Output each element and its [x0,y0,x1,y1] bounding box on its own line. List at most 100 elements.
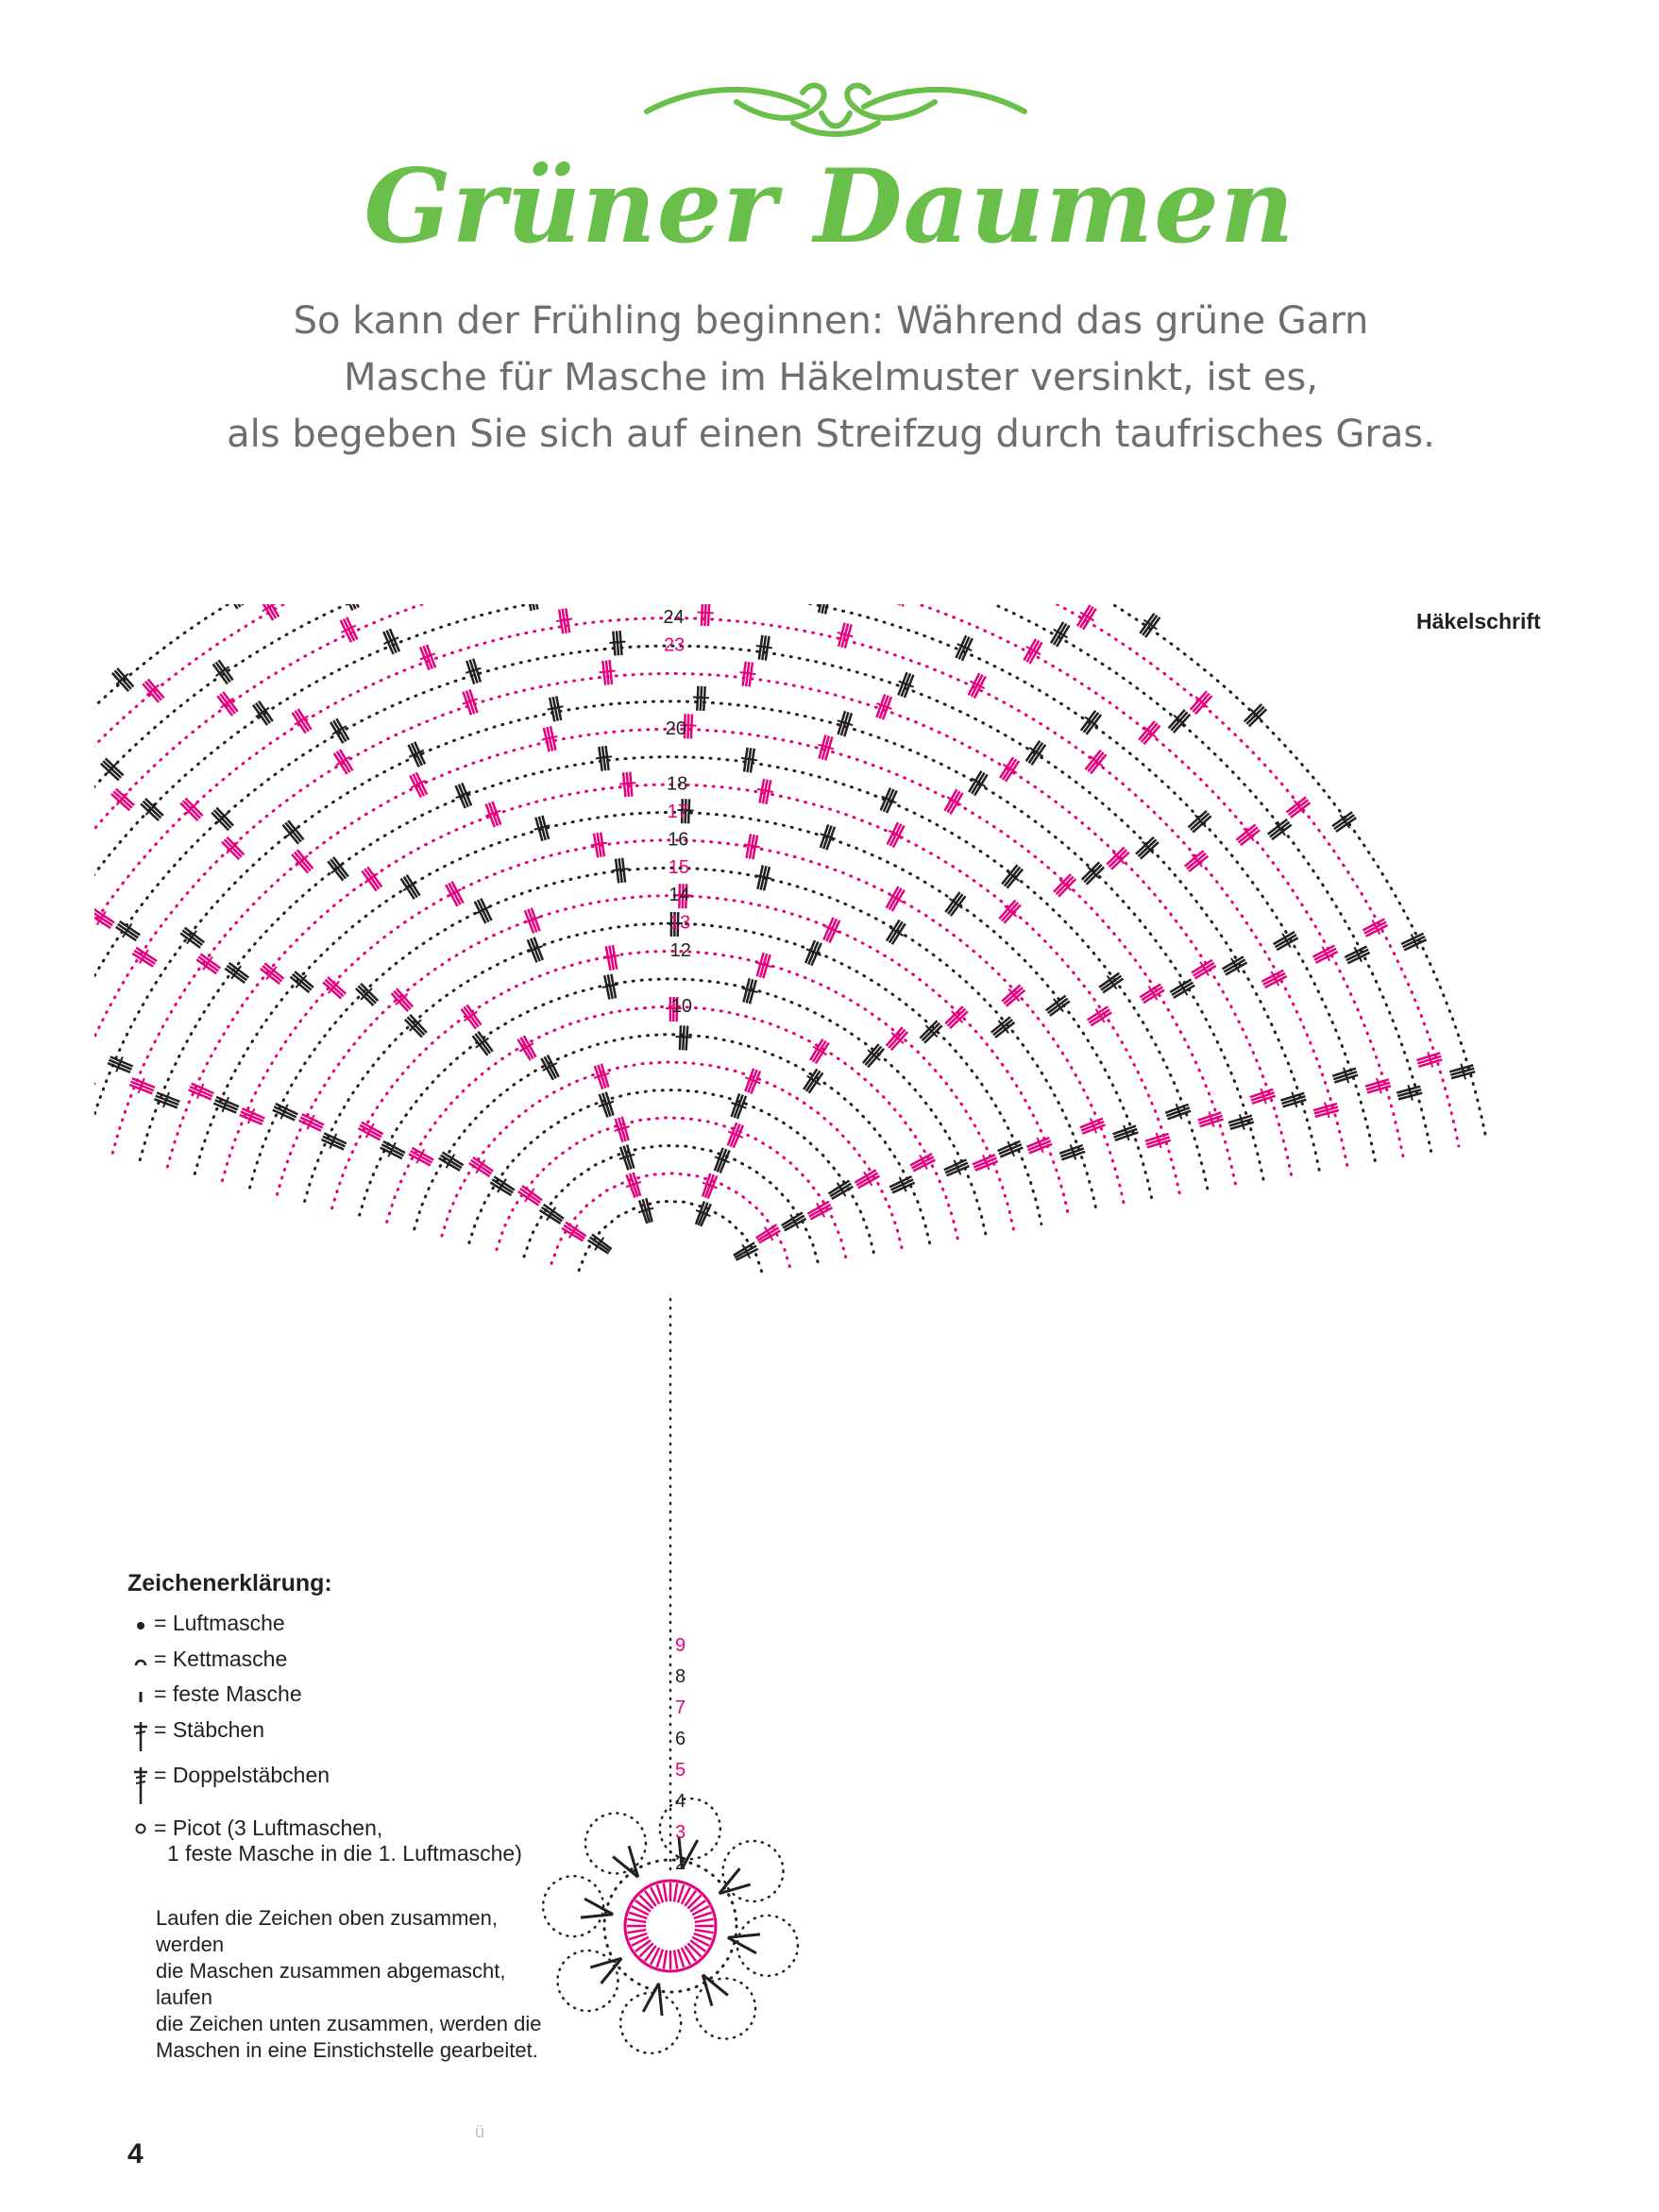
stitch [1100,974,1123,991]
stitch-bar [369,872,379,880]
legend-note-line: Laufen die Zeichen oben zusammen, werden [156,1905,499,1956]
stitch [291,712,307,735]
stitch [608,659,614,685]
round-arc [94,644,1322,1174]
stitch [1001,864,1019,886]
stitch-bar [1462,1070,1466,1080]
stitch [364,868,381,890]
stitch [463,1005,480,1028]
stitch [289,975,311,994]
round-arc [94,604,1488,1142]
centre-stitch [650,1947,661,1966]
stitch [618,1146,630,1171]
stitch [457,784,470,808]
stitch [1056,624,1071,648]
stitch [184,797,204,818]
round-number: 14 [669,885,689,905]
stitch-bar [618,868,629,871]
stitch [757,634,764,660]
stitch [107,1061,131,1074]
stitch [474,1033,492,1055]
legend-note: Laufen die Zeichen oben zusammen, werden… [127,1905,562,2064]
stitch-bar [1034,750,1044,758]
stitch-bar [1008,909,1018,918]
stitch [1192,692,1210,713]
centre-stitch [693,1932,713,1941]
stitch-bar [1031,649,1041,656]
stitch [407,744,420,768]
stitch-bar [608,983,618,988]
round-arc [440,1060,905,1252]
centre-stitch [691,1935,710,1947]
stitch-bar [1278,827,1286,836]
stitch [179,802,199,821]
stitch [1005,988,1026,1007]
stitch [1003,866,1022,887]
stitch [734,1244,757,1259]
stitch-bar [142,949,149,959]
stitch [1058,878,1077,898]
stitch-bar [1148,730,1158,738]
stitch [1245,705,1265,725]
stitch [782,1214,805,1229]
stitch [273,1106,297,1119]
stitch [814,1041,830,1065]
stitch [601,746,607,771]
stitch [823,736,834,761]
stitch [598,1093,609,1118]
round-arc [138,755,1210,1194]
centre-stitch [672,1883,679,1902]
intro-line: So kann der Frühling beginnen: Während d… [293,299,1369,343]
stitch [891,824,906,849]
stitch [676,912,680,937]
stitch-bar [882,704,892,710]
stitch-bar [956,1165,962,1175]
stitch-bar [1284,938,1292,949]
stitch [489,1181,513,1197]
stitch [241,1107,265,1120]
stitch [1027,1140,1052,1152]
stitch-bar [1198,819,1207,828]
stitch-bar [1157,1139,1162,1149]
stitch [678,884,682,909]
stitch [758,1229,782,1244]
stitch [806,1200,830,1215]
stitch [726,1122,738,1146]
stitch [519,1187,541,1204]
stitch [142,683,161,703]
centre-stitch [627,1928,647,1934]
round-number: 20 [666,718,686,739]
stitch [462,691,473,716]
stitch [408,1153,432,1167]
stitch-bar [549,1207,557,1216]
stitch [756,865,765,890]
stitch-bar [331,1133,338,1143]
stitch-bar [922,1160,928,1170]
centre-stitch [662,1950,669,1969]
centre-stitch [672,1950,679,1969]
stitch [1170,711,1189,732]
centre-stitch [694,1928,714,1934]
stitch [618,858,623,884]
stitch [528,604,533,612]
stitch [1049,1000,1071,1017]
stitch [1025,639,1041,663]
stitch-bar [887,798,897,804]
stitch [809,1038,824,1061]
petal-chain [618,1991,683,2055]
stitch-bar [600,1072,610,1077]
stitch-bar [746,671,756,676]
stitch [625,1174,636,1199]
stitch-bar [540,824,550,829]
page-number: 4 [127,2138,144,2170]
petal-stitch [580,1897,614,1919]
stitch [946,1164,970,1177]
petal-stitch [677,1835,700,1869]
stitch-bar [748,988,758,994]
stitch-bar [479,1158,486,1169]
stitch [454,785,466,809]
centre-stitch [693,1911,713,1920]
stitch [466,1004,482,1026]
stitch [537,816,547,841]
stitch [422,645,433,669]
